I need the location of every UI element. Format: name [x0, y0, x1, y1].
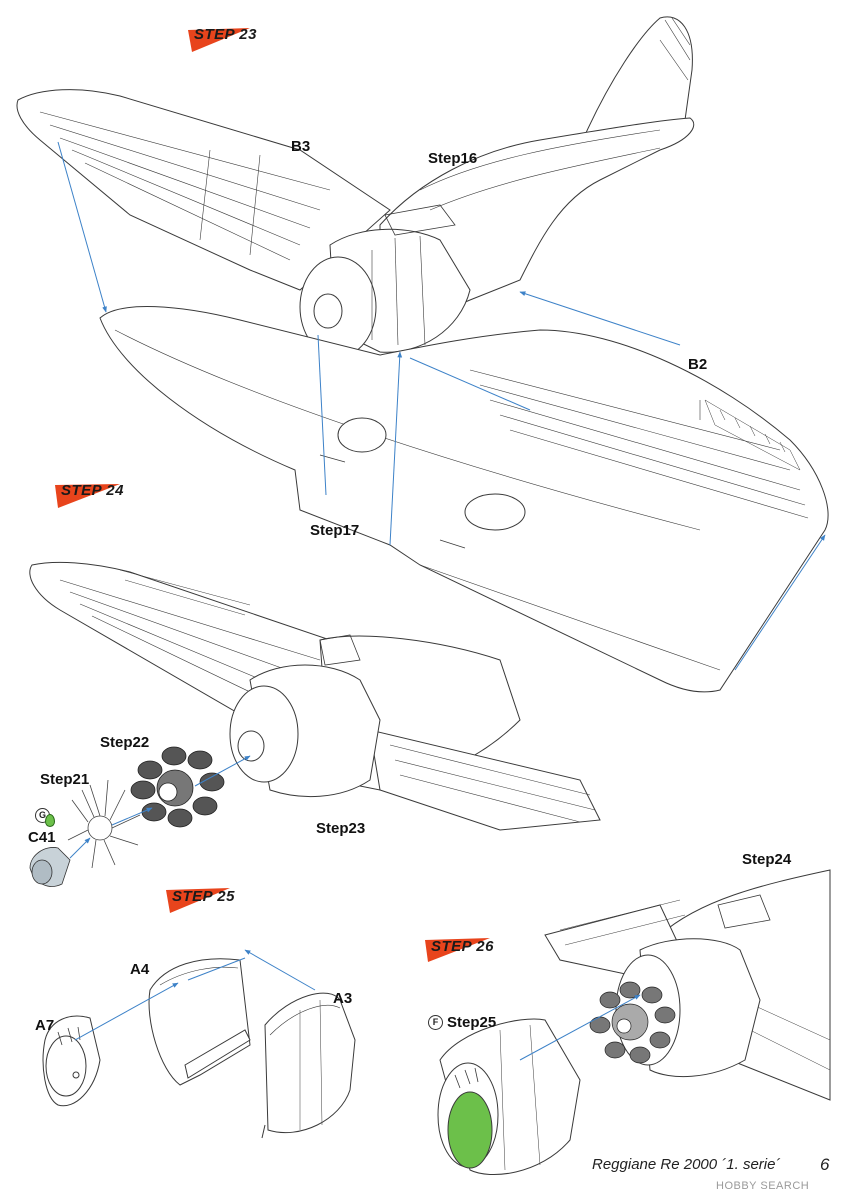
step25-illustration	[42, 958, 356, 1139]
step-badge-label: STEP 23	[194, 26, 257, 43]
watermark: HOBBY SEARCH	[716, 1180, 810, 1192]
radial-engine-step26	[589, 981, 676, 1064]
green-paint-area	[447, 1091, 493, 1169]
label-b2: B2	[688, 356, 708, 373]
step26-arrows	[519, 994, 641, 1061]
aileron-hatching	[704, 399, 801, 471]
label-a3: A3	[333, 990, 353, 1007]
footer-title: Reggiane Re 2000 ´1. serie´	[592, 1156, 781, 1173]
step24-illustration	[29, 561, 601, 831]
paint-drop-icon	[45, 814, 55, 827]
label-c41: C41	[28, 829, 56, 846]
step26-illustration	[437, 869, 831, 1176]
wing-step24-right	[369, 729, 601, 831]
label-step25: Step25	[447, 1014, 497, 1031]
step-badge-label: STEP 26	[431, 938, 494, 955]
tail-fin	[584, 16, 693, 136]
engine-cowling-step24	[229, 664, 381, 797]
label-step17: Step17	[310, 522, 360, 539]
ignition-harness-step21	[67, 779, 141, 869]
label-step16: Step16	[428, 150, 478, 167]
wheel-well-left	[337, 417, 387, 453]
step24-arrows	[69, 755, 251, 859]
label-b3: B3	[291, 138, 311, 155]
label-step23: Step23	[316, 820, 366, 837]
spinner-c41	[29, 847, 71, 887]
step23-arrows	[57, 141, 826, 671]
page-number: 6	[820, 1155, 830, 1174]
wing-b3-panel-lines	[39, 111, 331, 261]
engine-cowling	[299, 228, 471, 358]
part-a4-cowl-panel	[148, 958, 251, 1086]
step-badge-label: STEP 24	[61, 482, 124, 499]
part-a7-cowl-ring	[42, 1015, 101, 1107]
wing-lower	[99, 305, 829, 693]
paint-code-f-icon: F	[428, 1015, 443, 1030]
step25-arrows	[74, 949, 316, 1041]
wheel-well-right	[464, 493, 526, 531]
label-a4: A4	[130, 961, 150, 978]
assembled-cowling-step25	[437, 1018, 581, 1176]
part-a3-cowl-panel	[261, 992, 356, 1139]
cockpit-step24	[319, 634, 361, 666]
radial-engine-step22	[130, 746, 225, 828]
label-a7: A7	[35, 1017, 55, 1034]
step23-illustration	[16, 16, 829, 693]
label-step24: Step24	[742, 851, 792, 868]
cockpit-opening	[384, 204, 456, 236]
step-badge-label: STEP 25	[172, 888, 235, 905]
step-badge-shapes	[55, 28, 490, 962]
label-step22: Step22	[100, 734, 150, 751]
label-step21: Step21	[40, 771, 90, 788]
